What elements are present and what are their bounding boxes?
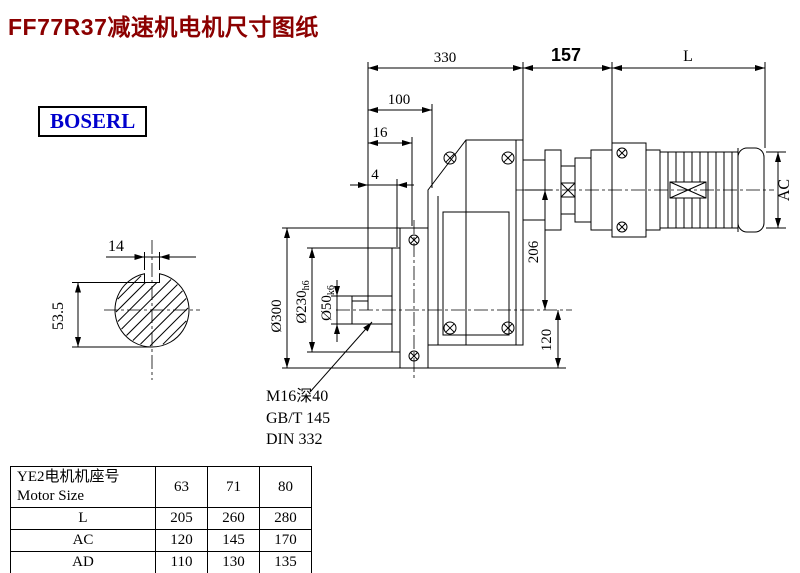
dim-330-label: 330: [434, 50, 457, 66]
cell-AC-80: 170: [259, 529, 312, 552]
dimension-annotations: 330 157 L 100 16 4 AC 206 120 Ø300 Ø230h…: [50, 45, 793, 393]
cell-AD-71: 130: [207, 551, 260, 573]
table-header-motor-size: YE2电机机座号 Motor Size: [10, 466, 156, 508]
table-header-en: Motor Size: [17, 488, 85, 504]
output-flange: [391, 227, 429, 369]
dim-206-label: 206: [526, 240, 542, 263]
cell-L-80: 280: [259, 507, 312, 530]
brand-logo: BOSERL: [38, 106, 148, 137]
centerlines: [104, 189, 774, 380]
dim-157-label: 157: [551, 45, 581, 65]
row-label-L: L: [10, 507, 156, 530]
motor-size-table: YE2电机机座号 Motor Size 63 71 80 L 205 260 2…: [10, 466, 312, 573]
row-label-AC: AC: [10, 529, 156, 552]
dim-L-label: L: [683, 48, 693, 65]
size-col-header-71: 71: [207, 466, 260, 508]
dim-120-label: 120: [539, 329, 555, 352]
dia-230-label: Ø230h6: [294, 280, 312, 323]
dia-50-label: Ø50k6: [319, 285, 337, 321]
size-col-header-63: 63: [155, 466, 208, 508]
cell-AD-80: 135: [259, 551, 312, 573]
cell-L-71: 260: [207, 507, 260, 530]
cell-AD-63: 110: [155, 551, 208, 573]
cell-L-63: 205: [155, 507, 208, 530]
table-header-row: YE2电机机座号 Motor Size 63 71 80: [10, 466, 312, 508]
dia-300-label: Ø300: [269, 299, 285, 332]
note-thread: M16深40: [266, 387, 328, 405]
dim-100-label: 100: [388, 92, 411, 108]
note-gb-standard: GB/T 145: [266, 410, 330, 427]
dim-14-label: 14: [108, 238, 124, 255]
row-label-AD: AD: [10, 551, 156, 573]
table-row-AD: AD 110 130 135: [10, 551, 312, 573]
cell-AC-63: 120: [155, 529, 208, 552]
size-col-header-80: 80: [259, 466, 312, 508]
table-row-L: L 205 260 280: [10, 507, 312, 530]
dim-AC-label: AC: [776, 179, 793, 201]
cell-AC-71: 145: [207, 529, 260, 552]
page-title: FF77R37减速机电机尺寸图纸: [8, 14, 319, 40]
notes: M16深40 GB/T 145 DIN 332: [266, 387, 330, 448]
dim-53-5-label: 53.5: [50, 302, 67, 330]
gear-housing: [427, 139, 524, 346]
table-row-AC: AC 120 145 170: [10, 529, 312, 552]
dim-16-label: 16: [373, 125, 389, 141]
note-din-standard: DIN 332: [266, 431, 322, 448]
table-header-cn: YE2电机机座号: [17, 469, 120, 485]
dim-4-label: 4: [371, 167, 379, 183]
